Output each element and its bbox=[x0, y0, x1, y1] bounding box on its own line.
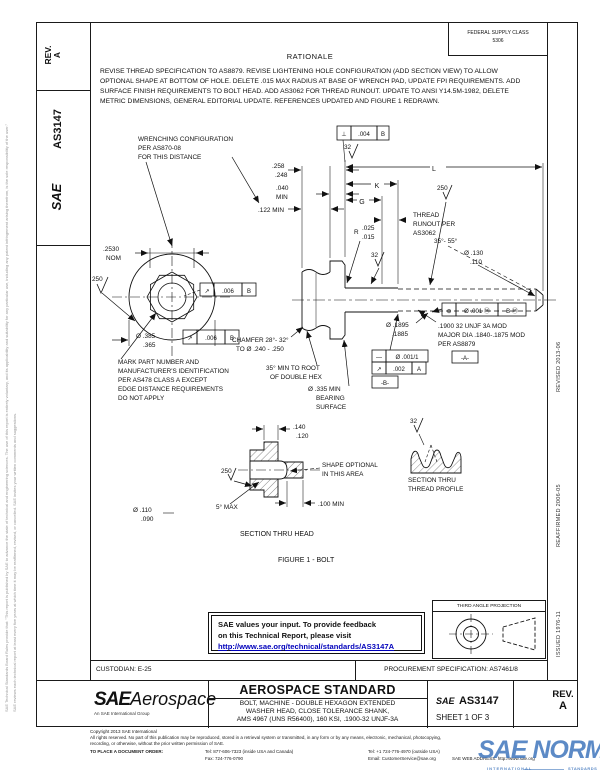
projection-label: THIRD ANGLE PROJECTION bbox=[433, 601, 545, 612]
fsc-label: FEDERAL SUPPLY CLASS bbox=[467, 30, 529, 36]
footer-tel2: Tel: +1 724-776-4970 (outside USA) bbox=[368, 749, 440, 754]
title-block-divider-3 bbox=[513, 681, 514, 728]
footer-tel1: Tel: 877-606-7323 (inside USA and Canada… bbox=[205, 749, 294, 754]
history-revised: REVISED 2013-06 bbox=[556, 341, 562, 392]
third-angle-projection-icon bbox=[449, 614, 536, 654]
fsc-box: FEDERAL SUPPLY CLASS 5306 bbox=[448, 22, 548, 56]
procurement-label: PROCUREMENT SPECIFICATION: AS7461/8 bbox=[384, 666, 518, 673]
rev-box-divider bbox=[36, 90, 90, 91]
title-block: SAEAerospace An SAE International Group … bbox=[36, 680, 578, 728]
doc-title: BOLT, MACHINE - DOUBLE HEXAGON EXTENDED … bbox=[208, 700, 427, 725]
sae-aerospace-logo: SAEAerospace An SAE International Group bbox=[94, 689, 216, 716]
info-row-divider bbox=[355, 660, 356, 680]
footer-copyright: Copyright 2013 SAE International bbox=[90, 729, 157, 734]
history-issued: ISSUED 1976-11 bbox=[556, 611, 562, 657]
footer-email: Email: CustomerService@sae.org bbox=[368, 756, 436, 761]
custodian-label: CUSTODIAN: E-25 bbox=[96, 666, 152, 673]
sidebar-doc-number: AS3147 bbox=[52, 109, 64, 149]
sae-norm-watermark: SAE NORM bbox=[478, 736, 600, 764]
rev-cell: REV. A bbox=[513, 689, 600, 712]
history-reaffirmed: REAFFIRMED 2006-05 bbox=[556, 484, 562, 547]
sheet-border bbox=[36, 22, 578, 727]
feedback-link[interactable]: http://www.sae.org/technical/standards/A… bbox=[218, 642, 395, 651]
logo-sae: SAE bbox=[94, 689, 131, 710]
logo-subtitle: An SAE International Group bbox=[94, 711, 150, 716]
logo-aerospace: Aerospace bbox=[130, 689, 217, 709]
feedback-line2: on this Technical Report, please visit bbox=[218, 631, 352, 640]
footer-order-label: TO PLACE A DOCUMENT ORDER: bbox=[90, 749, 164, 754]
rev-cell-label: REV. bbox=[552, 689, 574, 700]
doc-type-heading: AEROSPACE STANDARD bbox=[208, 683, 427, 699]
watermark-sub2: STANDARDS bbox=[568, 766, 598, 771]
feedback-line1: SAE values your input. To provide feedba… bbox=[218, 620, 377, 629]
sheet-number: SHEET 1 OF 3 bbox=[436, 713, 490, 722]
logo-box-divider bbox=[36, 245, 90, 246]
title-block-divider-1 bbox=[208, 681, 209, 728]
watermark-sub1: INTERNATIONAL bbox=[487, 766, 533, 771]
projection-box: THIRD ANGLE PROJECTION bbox=[432, 600, 546, 659]
doc-number-cell: SAE AS3147 SHEET 1 OF 3 bbox=[436, 691, 499, 722]
doc-title-line3: AMS 4967 (UNS R56400), 160 KSI, .1900-32… bbox=[236, 716, 399, 724]
feedback-box: SAE values your input. To provide feedba… bbox=[208, 612, 425, 654]
watermark-rule bbox=[524, 769, 564, 770]
doc-number-value: AS3147 bbox=[458, 695, 499, 707]
left-margin-note-1: SAE Technical Standards Board Rules prov… bbox=[4, 123, 9, 712]
footer-web: SAE WEB ADDRESS: http://www.sae.org bbox=[452, 756, 535, 761]
info-row-top-border bbox=[90, 660, 547, 661]
sidebar-rev-label: REV. A bbox=[43, 26, 63, 84]
doc-number-prefix: SAE bbox=[436, 696, 455, 706]
sae-logo-vertical: SAE bbox=[49, 183, 64, 211]
footer-fax: Fax: 724-776-0790 bbox=[205, 756, 244, 761]
doc-title-line2: WASHER HEAD, CLOSE TOLERANCE SHANK, bbox=[245, 708, 390, 716]
doc-title-line1: BOLT, MACHINE - DOUBLE HEXAGON EXTENDED bbox=[239, 700, 396, 707]
fsc-value: 5306 bbox=[492, 38, 504, 44]
right-strip-border bbox=[547, 22, 548, 680]
rationale-text: REVISE THREAD SPECIFICATION TO AS8879. R… bbox=[100, 68, 521, 106]
rev-value: A bbox=[52, 51, 63, 59]
footer-rights-1: All rights reserved. No part of this pub… bbox=[90, 735, 442, 740]
footer-rights-2: recording, or otherwise, without the pri… bbox=[90, 740, 225, 746]
left-strip-border bbox=[90, 22, 91, 680]
left-margin-note-2: SAE reviews each technical report at lea… bbox=[12, 412, 17, 712]
title-block-divider-2 bbox=[427, 681, 428, 728]
rev-cell-value: A bbox=[559, 700, 567, 712]
rationale-title: RATIONALE bbox=[286, 52, 334, 61]
